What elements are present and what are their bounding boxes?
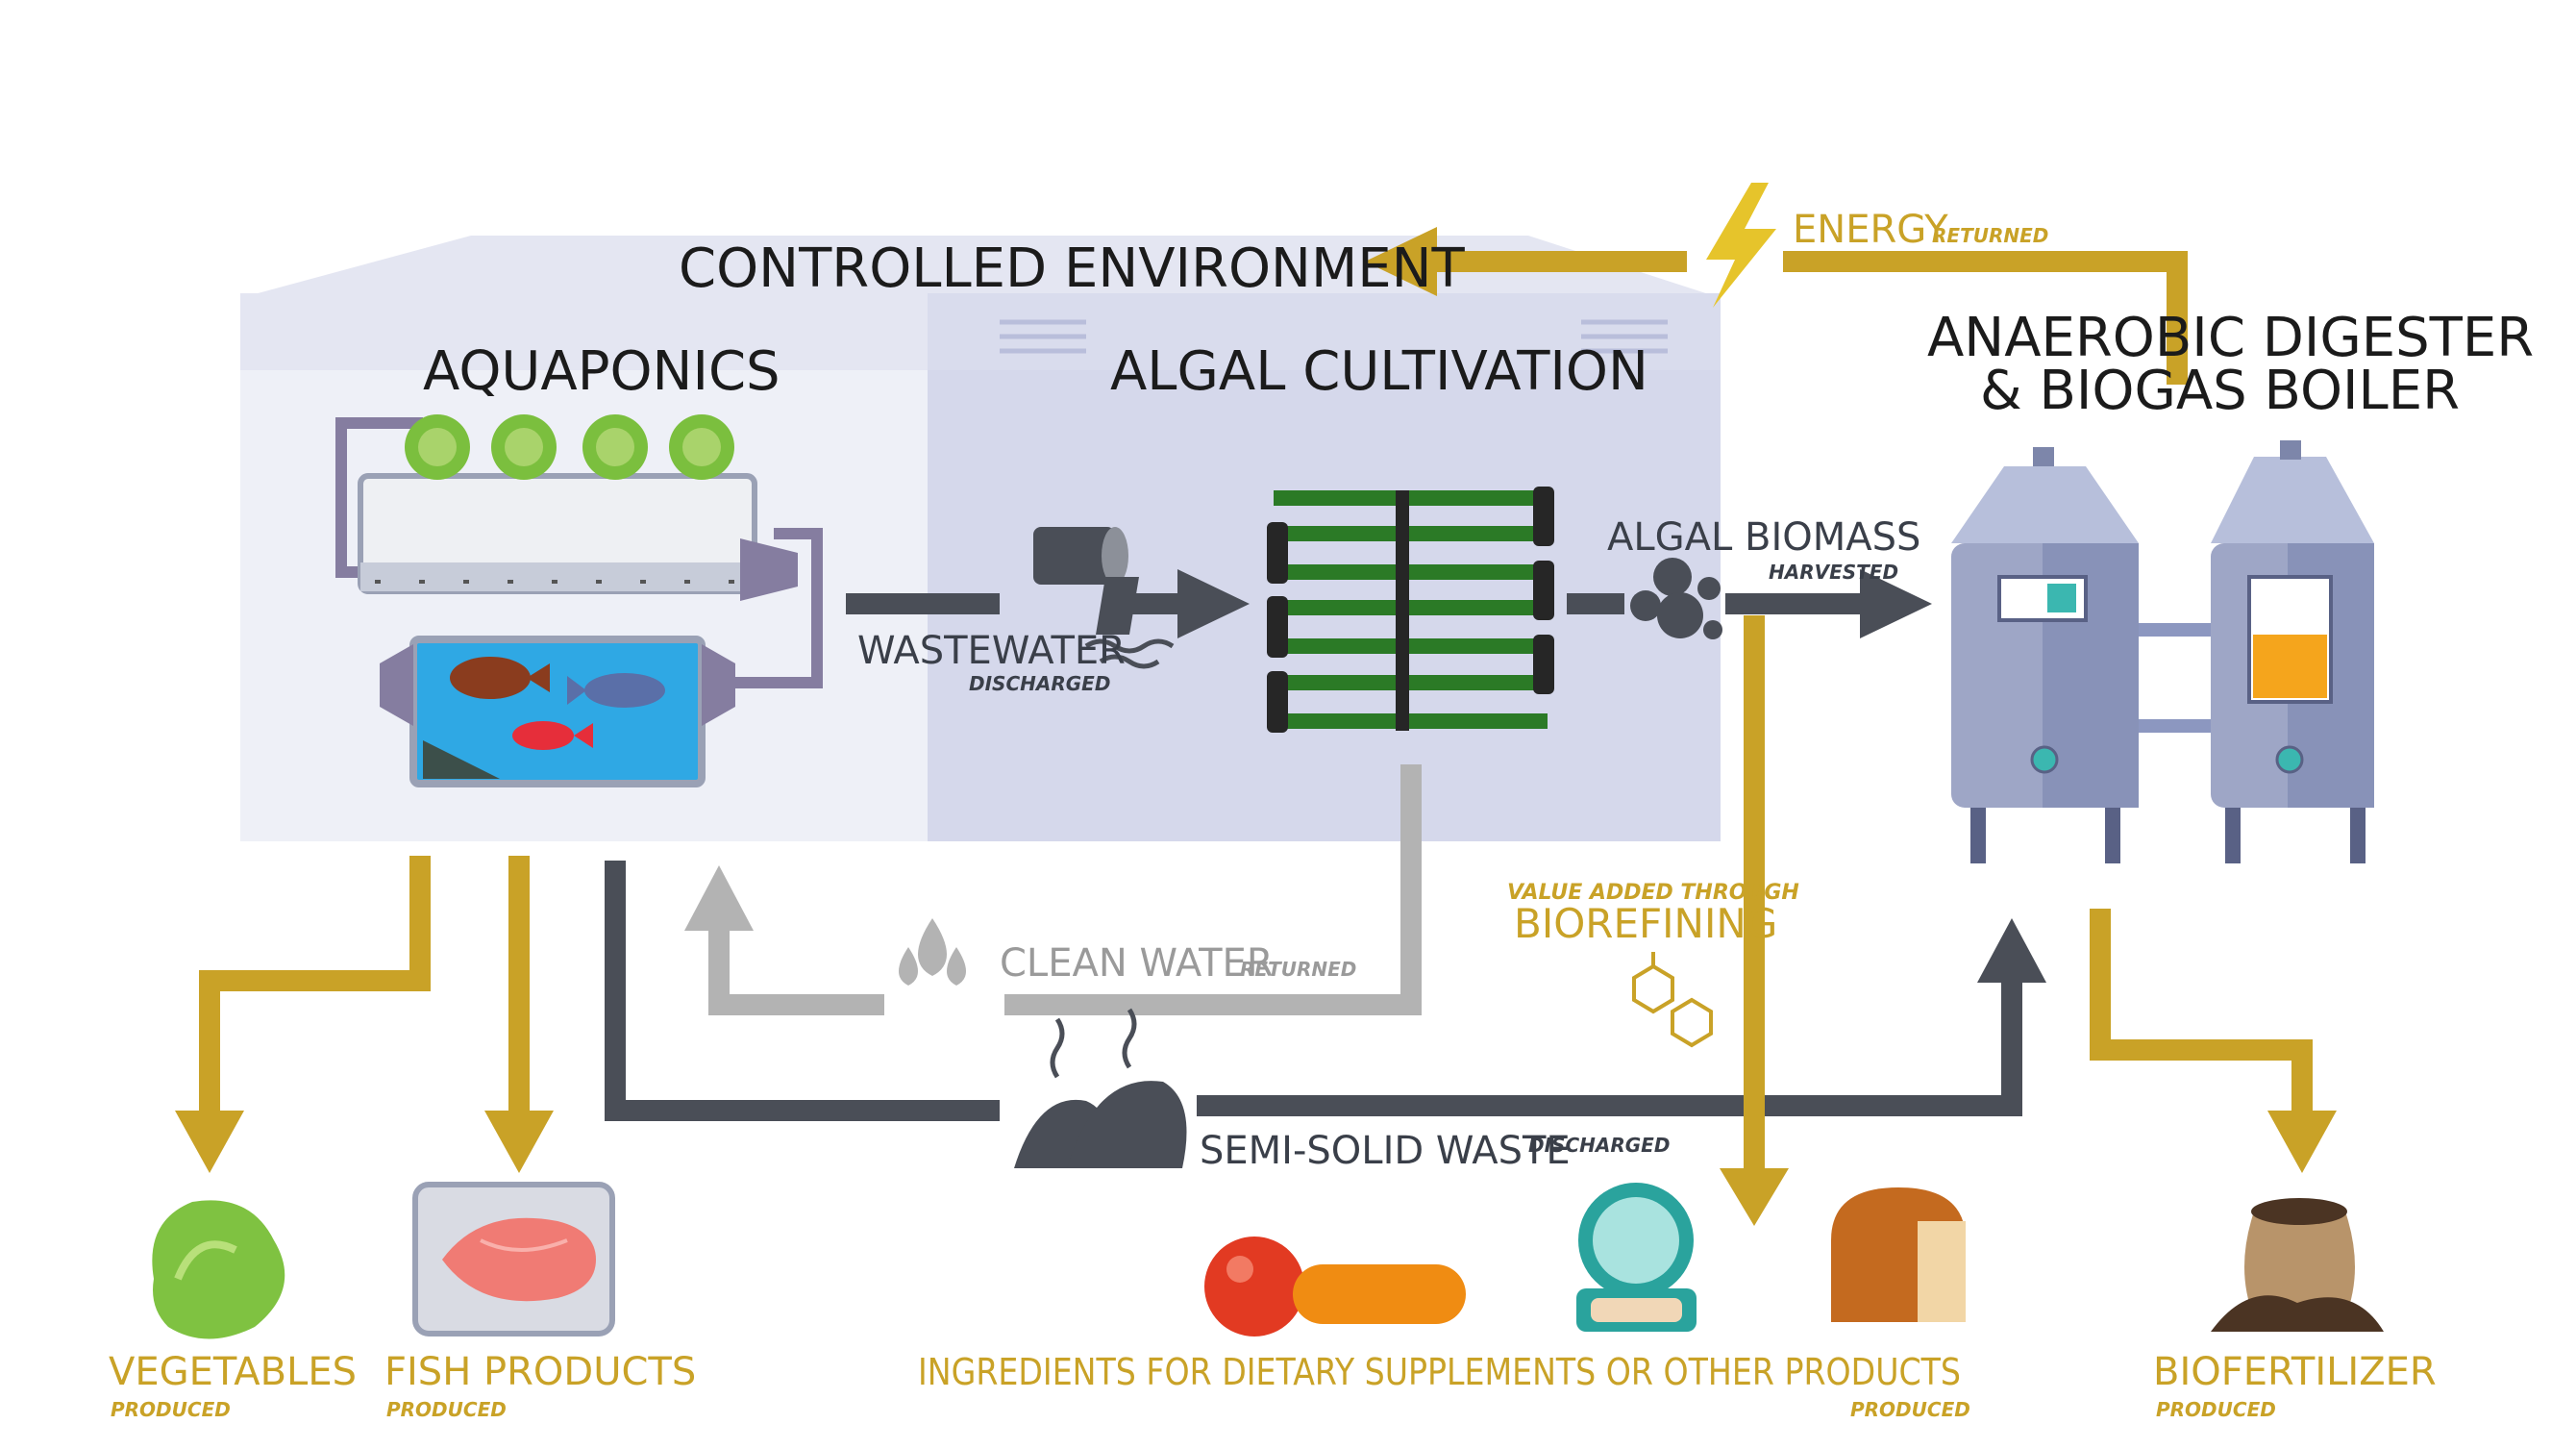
- fish-icon: [450, 657, 665, 750]
- fish-fillet-icon: [412, 1182, 615, 1337]
- lightning-icon: [1706, 183, 1776, 308]
- fish-products-produced-label: PRODUCED: [386, 1398, 507, 1421]
- algal-biomass-flow: [1567, 558, 1932, 639]
- vent-icon: [1000, 319, 1668, 354]
- ingredients-label: INGREDIENTS FOR DIETARY SUPPLEMENTS OR O…: [918, 1351, 1961, 1393]
- biorefining-pre-label: VALUE ADDED THROUGH: [1507, 881, 1799, 905]
- wastewater-sub-label: DISCHARGED: [969, 672, 1110, 695]
- molecule-icon: [1632, 952, 1713, 1048]
- wastewater-flow: [846, 527, 1250, 669]
- algal-biomass-label: ALGAL BIOMASS: [1607, 515, 1920, 560]
- controlled-environment-title: CONTROLLED ENVIRONMENT: [679, 237, 1466, 300]
- semi-solid-waste-sub-label: DISCHARGED: [1528, 1134, 1670, 1157]
- biorefining-label: BIOREFINING: [1514, 900, 1777, 947]
- compact-powder-icon: [1576, 1183, 1697, 1332]
- semi-solid-waste-label: SEMI-SOLID WASTE: [1200, 1129, 1571, 1173]
- algal-cultivation-title: ALGAL CULTIVATION: [1110, 340, 1648, 403]
- biofertilizer-flow: [2090, 909, 2337, 1173]
- biofertilizer-produced-label: PRODUCED: [2156, 1398, 2276, 1421]
- digester-title-line1: ANAEROBIC DIGESTER: [1927, 307, 2534, 369]
- lettuce-product-icon: [152, 1200, 285, 1339]
- vegetables-produced-label: PRODUCED: [111, 1398, 231, 1421]
- fertilizer-sack-icon: [2211, 1198, 2384, 1332]
- vegetables-label: VEGETABLES: [109, 1350, 357, 1394]
- energy-label: ENERGY: [1793, 208, 1948, 252]
- clean-water-label: CLEAN WATER: [1000, 941, 1274, 986]
- algae-photobioreactor: [1267, 487, 1554, 733]
- discharge-pipe-icon: [1033, 527, 1175, 669]
- biofertilizer-label: BIOFERTILIZER: [2153, 1350, 2437, 1394]
- aquaponics-unit: [335, 414, 823, 787]
- semi-solid-waste-flow: [605, 861, 2046, 1168]
- aquaponics-title: AQUAPONICS: [423, 340, 780, 403]
- fish-products-flow: [484, 856, 554, 1173]
- vegetables-flow: [175, 856, 431, 1173]
- clean-water-flow: [684, 764, 1422, 1015]
- ingredients-produced-label: PRODUCED: [1850, 1398, 1970, 1421]
- digester-title-line2: & BIOGAS BOILER: [1980, 360, 2460, 422]
- energy-flow: [1365, 183, 2188, 385]
- supplement-capsule-icon: [1204, 1237, 1466, 1337]
- biorefining-flow: [1632, 615, 1789, 1226]
- bread-icon: [1831, 1187, 1966, 1322]
- clean-water-sub-label: RETURNED: [1240, 958, 1356, 981]
- anaerobic-digester: [1951, 440, 2374, 863]
- lettuce-icon: [405, 414, 734, 480]
- wastewater-label: WASTEWATER: [857, 629, 1126, 673]
- algal-biomass-sub-label: HARVESTED: [1769, 561, 1898, 584]
- energy-sub-label: RETURNED: [1932, 224, 2048, 247]
- waste-pile-icon: [1014, 1008, 1187, 1168]
- biomass-icon: [1630, 558, 1722, 639]
- water-drops-icon: [899, 918, 966, 986]
- fish-products-label: FISH PRODUCTS: [384, 1350, 696, 1394]
